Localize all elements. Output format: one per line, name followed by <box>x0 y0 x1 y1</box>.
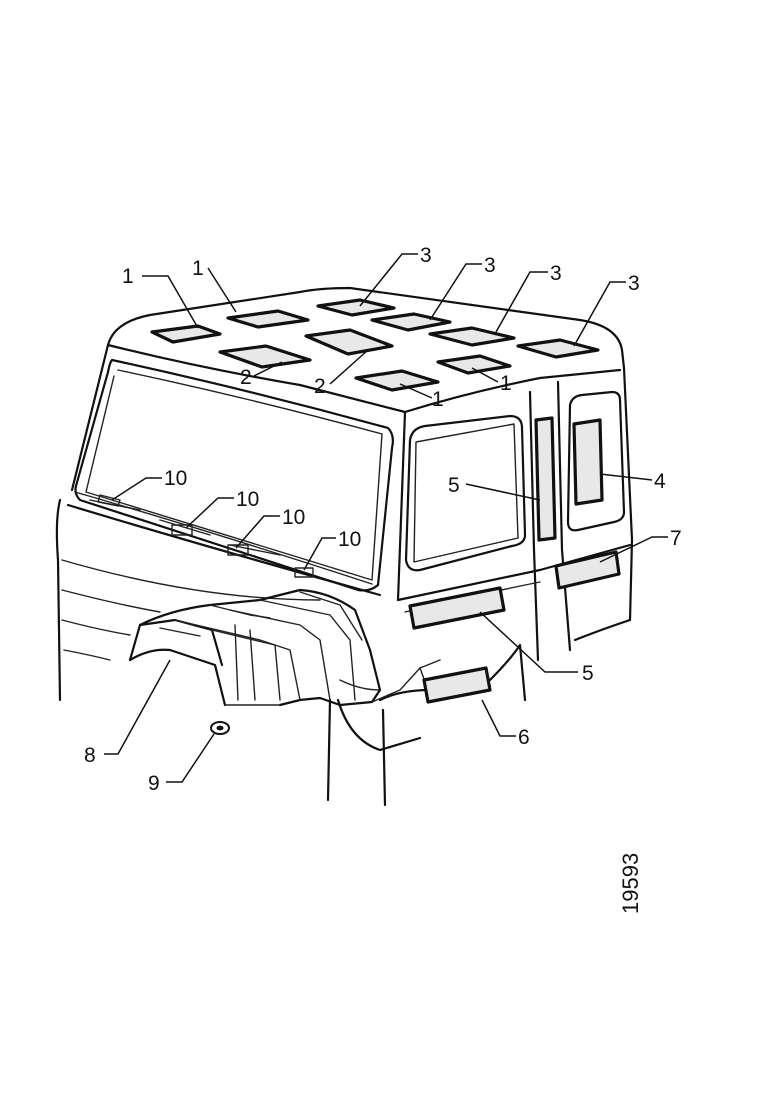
callout-7: 7 <box>670 527 682 550</box>
callout-10: 10 <box>282 506 305 529</box>
callout-5: 5 <box>448 474 460 497</box>
callout-1: 1 <box>192 257 204 280</box>
roof-panel-2b <box>304 328 394 356</box>
callout-6: 6 <box>518 726 530 749</box>
roof-panels <box>150 298 600 392</box>
callout-3: 3 <box>484 254 496 277</box>
callout-5: 5 <box>582 662 594 685</box>
callout-3: 3 <box>550 262 562 285</box>
callout-9: 9 <box>148 772 160 795</box>
reference-number: 19593 <box>618 853 643 914</box>
callout-10: 10 <box>236 488 259 511</box>
callout-10: 10 <box>338 528 361 551</box>
callout-1: 1 <box>500 372 512 395</box>
roof-panel-1b <box>226 309 310 329</box>
side-panel-5-lower <box>408 586 506 630</box>
leader-lines <box>104 253 668 783</box>
callout-4: 4 <box>654 470 666 493</box>
roof-panel-2a <box>218 344 312 369</box>
callout-2: 2 <box>314 375 326 398</box>
callout-1: 1 <box>122 265 134 288</box>
roof-panel-3c <box>428 326 516 347</box>
roof-panel-1a <box>150 324 222 344</box>
callout-1: 1 <box>432 388 444 411</box>
callout-3: 3 <box>420 244 432 267</box>
callout-2: 2 <box>240 366 252 389</box>
callouts: 1 1 1 1 2 2 3 3 3 3 4 5 5 6 7 8 9 10 10 … <box>84 244 682 795</box>
front-step-assembly <box>128 588 441 707</box>
side-panel-6 <box>422 666 492 704</box>
roof-panel-1c <box>436 354 512 375</box>
callout-8: 8 <box>84 744 96 767</box>
roof-panel-1d <box>354 369 440 392</box>
roof-panel-3d <box>516 338 600 359</box>
washer <box>210 721 230 735</box>
roof-panel-3a <box>316 298 396 317</box>
roof-panel-3b <box>370 312 452 332</box>
callout-3: 3 <box>628 272 640 295</box>
callout-10: 10 <box>164 467 187 490</box>
